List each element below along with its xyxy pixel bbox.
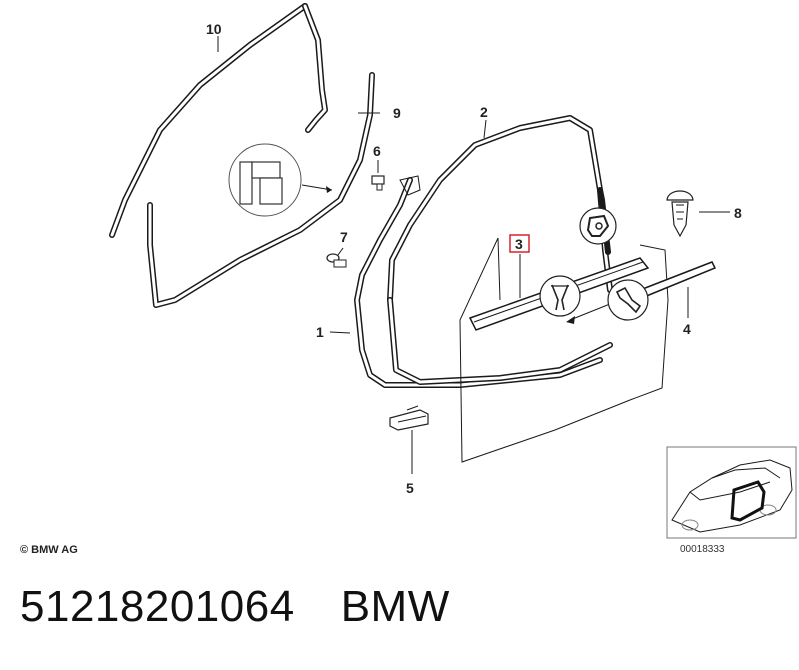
callout-6: 6 xyxy=(373,143,381,159)
detail-circle-belt-profile xyxy=(607,279,649,321)
part-1-door-opening-seal xyxy=(354,175,603,388)
car-thumbnail: 00018333 xyxy=(666,446,797,555)
detail-circle-seal-profile xyxy=(228,143,333,217)
part-10-window-frame-seal xyxy=(109,3,328,238)
part-5-retainer xyxy=(389,405,429,474)
part-9-window-channel-seal xyxy=(147,72,375,308)
part-6-fastener xyxy=(371,160,385,191)
footer-part-info: 51218201064 BMW xyxy=(20,582,450,632)
part-number: 51218201064 xyxy=(20,582,295,631)
callout-2: 2 xyxy=(480,104,488,120)
callout-3-highlight: 3 xyxy=(509,234,530,253)
reference-number: 00018333 xyxy=(680,544,725,555)
part-7-screw xyxy=(326,247,347,268)
leader-lines xyxy=(217,36,380,334)
callout-10: 10 xyxy=(206,21,222,37)
callout-3: 3 xyxy=(515,236,523,252)
brand-name: BMW xyxy=(340,582,450,631)
callout-8: 8 xyxy=(734,205,742,221)
callout-1: 1 xyxy=(316,324,324,340)
callout-7: 7 xyxy=(340,229,348,245)
detail-circle-strip-profile xyxy=(539,275,581,317)
part-8-clip xyxy=(666,190,730,238)
callout-5: 5 xyxy=(406,480,414,496)
callout-4: 4 xyxy=(683,321,691,337)
callout-9: 9 xyxy=(393,105,401,121)
copyright-label: © BMW AG xyxy=(20,544,78,556)
part-2-door-seal xyxy=(387,115,613,385)
door-panel xyxy=(459,237,669,463)
detail-circle-clip xyxy=(579,207,617,245)
